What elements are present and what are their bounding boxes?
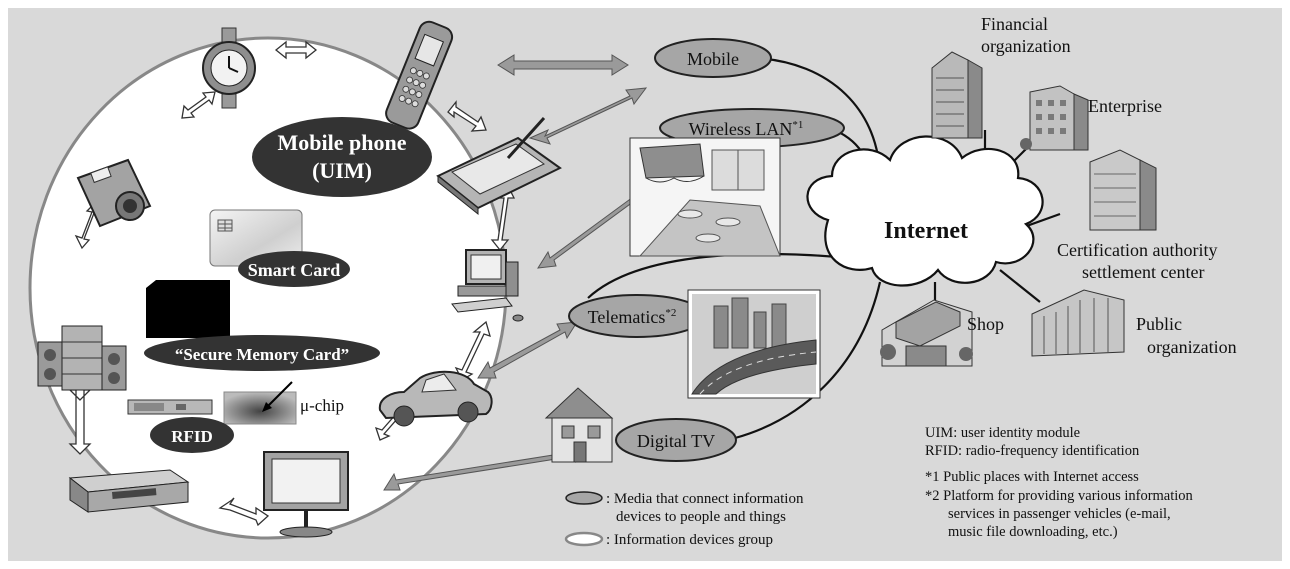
mu-chip-label: μ-chip bbox=[300, 396, 344, 415]
house-illustration bbox=[544, 387, 614, 463]
note-2-line1: *2 Platform for providing various inform… bbox=[925, 488, 1194, 504]
stereo-icon bbox=[37, 325, 127, 391]
telematics-note-mark: *2 bbox=[665, 307, 676, 319]
rfid-label: RFID bbox=[171, 427, 213, 446]
legend: : Media that connect information devices… bbox=[564, 491, 804, 548]
certification-building-icon bbox=[1089, 149, 1157, 231]
legend-devices-label: : Information devices group bbox=[606, 532, 773, 548]
shop-building-icon bbox=[880, 299, 973, 367]
media-wireless-lan-label: Wireless LAN*1 bbox=[689, 119, 804, 139]
tv-monitor-icon bbox=[263, 451, 349, 538]
arrow-tv-vcr bbox=[218, 497, 270, 527]
certification-label-line1: Certification authority bbox=[1057, 240, 1217, 260]
camera-icon bbox=[76, 158, 152, 228]
public-building-icon bbox=[1031, 289, 1125, 357]
financial-label-line1: Financial bbox=[981, 14, 1048, 34]
legend-media-line2: devices to people and things bbox=[616, 509, 786, 525]
desktop-pc-icon bbox=[451, 249, 524, 322]
wireless-lan-note-mark: *1 bbox=[792, 119, 803, 131]
note-rfid: RFID: radio-frequency identification bbox=[925, 443, 1140, 459]
secure-memory-card-badge bbox=[144, 335, 380, 371]
rfid-tag-icon bbox=[127, 399, 213, 415]
arrow-wireless bbox=[528, 87, 648, 145]
mobile-phone-label-line2: (UIM) bbox=[312, 158, 372, 183]
note-2-line2: services in passenger vehicles (e-mail, bbox=[948, 506, 1171, 522]
car-icon bbox=[378, 370, 493, 427]
vcr-icon bbox=[68, 469, 190, 513]
notes: UIM: user identity module RFID: radio-fr… bbox=[925, 425, 1194, 540]
rfid-badge bbox=[150, 417, 234, 453]
secure-memory-card-label: “Secure Memory Card” bbox=[175, 345, 349, 364]
tablet-icon bbox=[436, 116, 562, 216]
note-1: *1 Public places with Internet access bbox=[925, 469, 1139, 485]
public-label-line2: organization bbox=[1147, 337, 1237, 357]
internet-label: Internet bbox=[884, 218, 968, 244]
note-uim: UIM: user identity module bbox=[925, 425, 1080, 441]
public-cafe-illustration bbox=[629, 137, 781, 257]
media-telematics-label: Telematics*2 bbox=[588, 307, 677, 327]
arrow-mobile bbox=[497, 54, 629, 76]
arrow-car-pc bbox=[454, 320, 491, 381]
certification-label-line2: settlement center bbox=[1082, 262, 1204, 282]
arrow-phone-tablet bbox=[447, 100, 487, 132]
media-digital-tv-label: Digital TV bbox=[637, 431, 715, 451]
watch-icon bbox=[202, 27, 256, 109]
mu-chip-icon bbox=[223, 381, 297, 425]
media-mobile bbox=[654, 38, 772, 78]
arrow-camera-watch bbox=[181, 91, 216, 119]
note-2-line3: music file downloading, etc.) bbox=[948, 524, 1118, 540]
legend-media-line1: : Media that connect information bbox=[606, 491, 804, 507]
media-mobile-label: Mobile bbox=[687, 49, 739, 69]
city-highway-illustration bbox=[687, 289, 821, 399]
legend-media-swatch bbox=[565, 491, 603, 505]
media-digital-tv bbox=[615, 418, 737, 462]
secure-memory-card-icon bbox=[146, 280, 230, 338]
smart-card-badge bbox=[238, 251, 350, 287]
mobile-phone-icon bbox=[385, 20, 454, 130]
shop-label: Shop bbox=[967, 314, 1004, 334]
mobile-phone-badge bbox=[252, 117, 432, 197]
mobile-phone-label-line1: Mobile phone bbox=[278, 130, 407, 155]
internet-cloud bbox=[806, 135, 1044, 287]
enterprise-label: Enterprise bbox=[1088, 96, 1162, 116]
public-label-line1: Public bbox=[1136, 314, 1182, 334]
arrow-watch-phone bbox=[274, 40, 318, 60]
smart-card-label: Smart Card bbox=[248, 260, 341, 280]
financial-building-icon bbox=[931, 51, 983, 139]
legend-devices-swatch bbox=[564, 531, 604, 547]
enterprise-building-icon bbox=[1020, 85, 1089, 151]
financial-label-line2: organization bbox=[981, 36, 1071, 56]
